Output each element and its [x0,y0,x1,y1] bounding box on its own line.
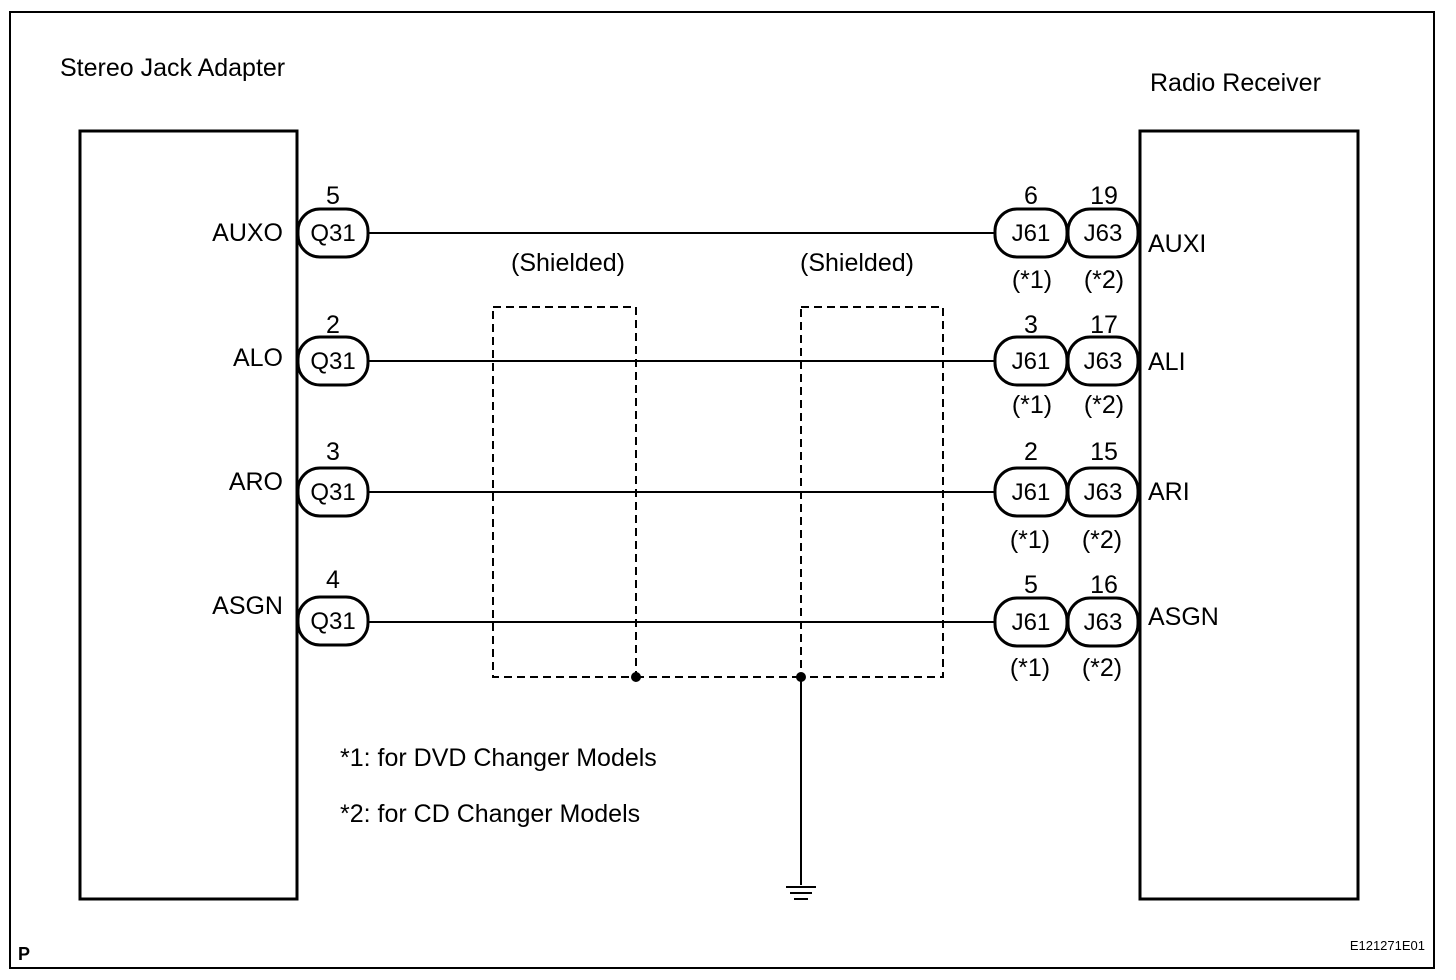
right-signal-label: ASGN [1148,603,1219,631]
left-connector [296,466,370,518]
left-connector-label: Q31 [310,348,355,375]
j61-connector-label: J61 [1012,348,1051,375]
left-signal-label: ALO [233,344,283,372]
j63-pin-number: 16 [1090,571,1118,599]
j61-note: (*1) [1010,654,1050,682]
j63-note: (*2) [1082,654,1122,682]
j61-connector-label: J61 [1012,479,1051,506]
left-signal-label: ARO [229,468,283,496]
circuit-row: AUXO 5 Q31 6 19 J61 J63 (*1) (*2) AUXI [212,182,1206,294]
circuit-row: ALO 2 Q31 3 17 J61 J63 (*1) (*2) ALI [233,311,1186,419]
left-pin-number: 3 [326,438,340,466]
j63-note: (*2) [1082,526,1122,554]
left-pin-number: 5 [326,182,340,210]
j61-pin-number: 2 [1024,438,1038,466]
j61-note: (*1) [1012,266,1052,294]
j61-note: (*1) [1012,391,1052,419]
j61-note: (*1) [1010,526,1050,554]
j61-pin-number: 5 [1024,571,1038,599]
note-dvd-changer: *1: for DVD Changer Models [340,744,657,772]
shield-label: (Shielded) [511,249,625,277]
radio-receiver-box [1138,129,1360,901]
right-component-title: Radio Receiver [1150,69,1321,97]
j61-pin-number: 6 [1024,182,1038,210]
left-connector-label: Q31 [310,220,355,247]
right-signal-label: AUXI [1148,230,1206,258]
j63-pin-number: 15 [1090,438,1118,466]
stereo-jack-adapter-box [78,129,299,901]
j61-pin-number: 3 [1024,311,1038,339]
left-connector-label: Q31 [310,608,355,635]
j63-connector-label: J63 [1084,348,1123,375]
j61-connector-label: J61 [1012,609,1051,636]
left-component-title: Stereo Jack Adapter [60,54,285,82]
note-cd-changer: *2: for CD Changer Models [340,800,640,828]
j61-connector-label: J61 [1012,220,1051,247]
figure-code: E121271E01 [1350,938,1425,953]
circuit-row: ARO 2 3 Q31 15 J61 J63 (*1) (*2) ARI [229,438,1190,554]
ground-icon [786,886,816,900]
shield-junction [631,672,641,682]
right-signal-label: ARI [1148,478,1190,506]
corner-mark: P [18,944,30,964]
j63-pin-number: 19 [1090,182,1118,210]
shield-label: (Shielded) [800,249,914,277]
left-pin-number: 2 [326,311,340,339]
left-pin-number: 4 [326,566,340,594]
j63-note: (*2) [1084,266,1124,294]
right-signal-label: ALI [1148,348,1186,376]
outer-frame [9,11,1435,969]
left-signal-label: AUXO [212,219,283,247]
left-connector [296,595,370,647]
j63-connector-label: J63 [1084,220,1123,247]
j63-connector [1066,596,1140,648]
left-signal-label: ASGN [212,592,283,620]
j63-connector [1066,207,1140,259]
left-connector [296,207,370,259]
j63-note: (*2) [1084,391,1124,419]
left-connector [296,335,370,387]
j63-connector-label: J63 [1084,479,1123,506]
left-connector-label: Q31 [310,479,355,506]
j63-pin-number: 17 [1090,311,1118,339]
circuit-row: ASGN 4 Q31 5 16 J61 J63 (*1) (*2) ASGN [212,566,1219,682]
j63-connector-label: J63 [1084,609,1123,636]
j63-connector [1066,466,1140,518]
j63-connector [1066,335,1140,387]
